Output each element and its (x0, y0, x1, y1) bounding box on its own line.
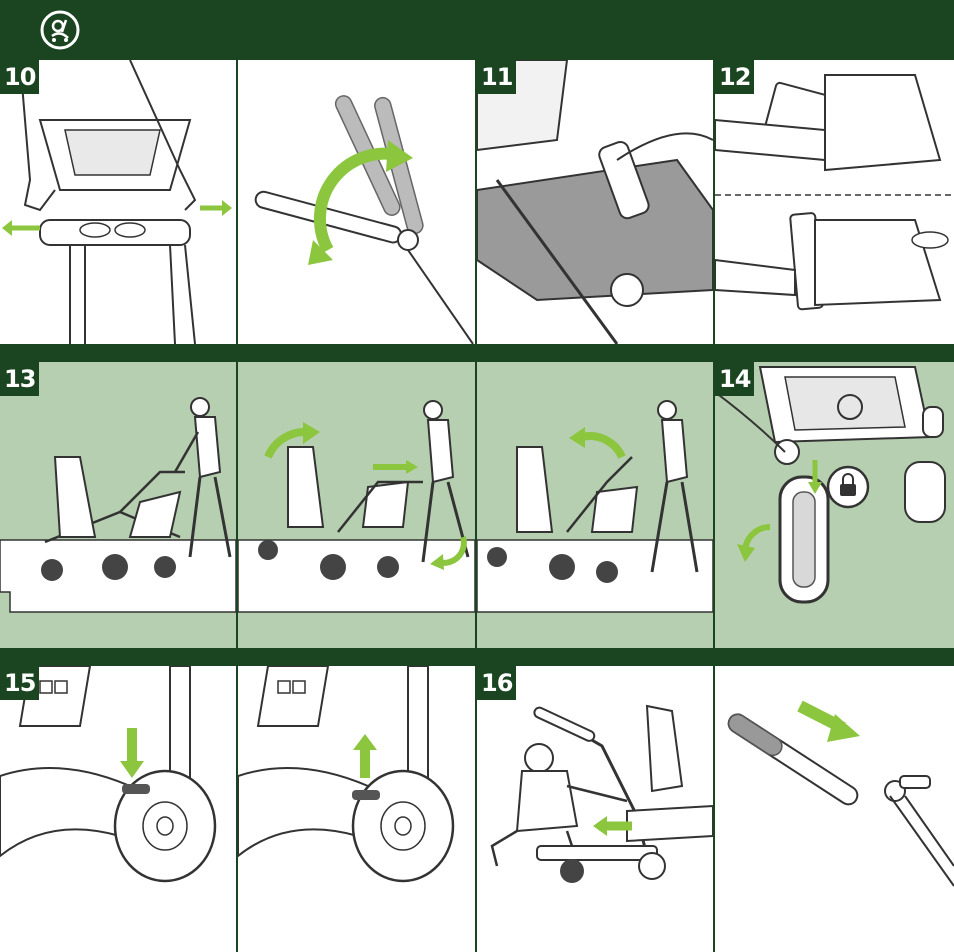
panel-step-12: 12 (715, 60, 954, 344)
panel-step-10-b (238, 60, 475, 344)
panel-step-15-a: 15 (0, 666, 236, 952)
step-number: 16 (477, 666, 516, 700)
step-number: 11 (477, 60, 516, 94)
panel-step-16: 16 (477, 666, 713, 952)
illustration-stroller-on-curb (0, 362, 236, 648)
illustration-swivel-lock (715, 362, 954, 648)
illustration-remove-snack-tray (0, 60, 236, 344)
orbit-stroller-logo-icon (40, 10, 80, 50)
step-number: 10 (0, 60, 39, 94)
step-number: 12 (715, 60, 754, 94)
illustration-attach-board (477, 666, 713, 952)
panel-step-13-c (477, 362, 713, 648)
step-number: 13 (0, 362, 39, 396)
illustration-storage-basket (477, 60, 713, 344)
header-bar (0, 0, 954, 59)
panel-step-13-a: 13 (0, 362, 236, 648)
panel-step-15-b (238, 666, 475, 952)
panel-step-14: 14 (715, 362, 954, 648)
panel-step-13-b (238, 362, 475, 648)
illustration-fold-handle (238, 60, 475, 344)
illustration-tilt-stroller (238, 362, 475, 648)
illustration-extend-handle (715, 666, 954, 952)
panel-step-16-b (715, 666, 954, 952)
illustration-lower-stroller (477, 362, 713, 648)
illustration-brake-press (0, 666, 236, 952)
illustration-brake-release (238, 666, 475, 952)
illustration-tray-tablet (715, 60, 954, 344)
step-number: 14 (715, 362, 754, 396)
panel-step-10-a: 10 (0, 60, 236, 344)
panel-step-11: 11 (477, 60, 713, 344)
step-number: 15 (0, 666, 39, 700)
